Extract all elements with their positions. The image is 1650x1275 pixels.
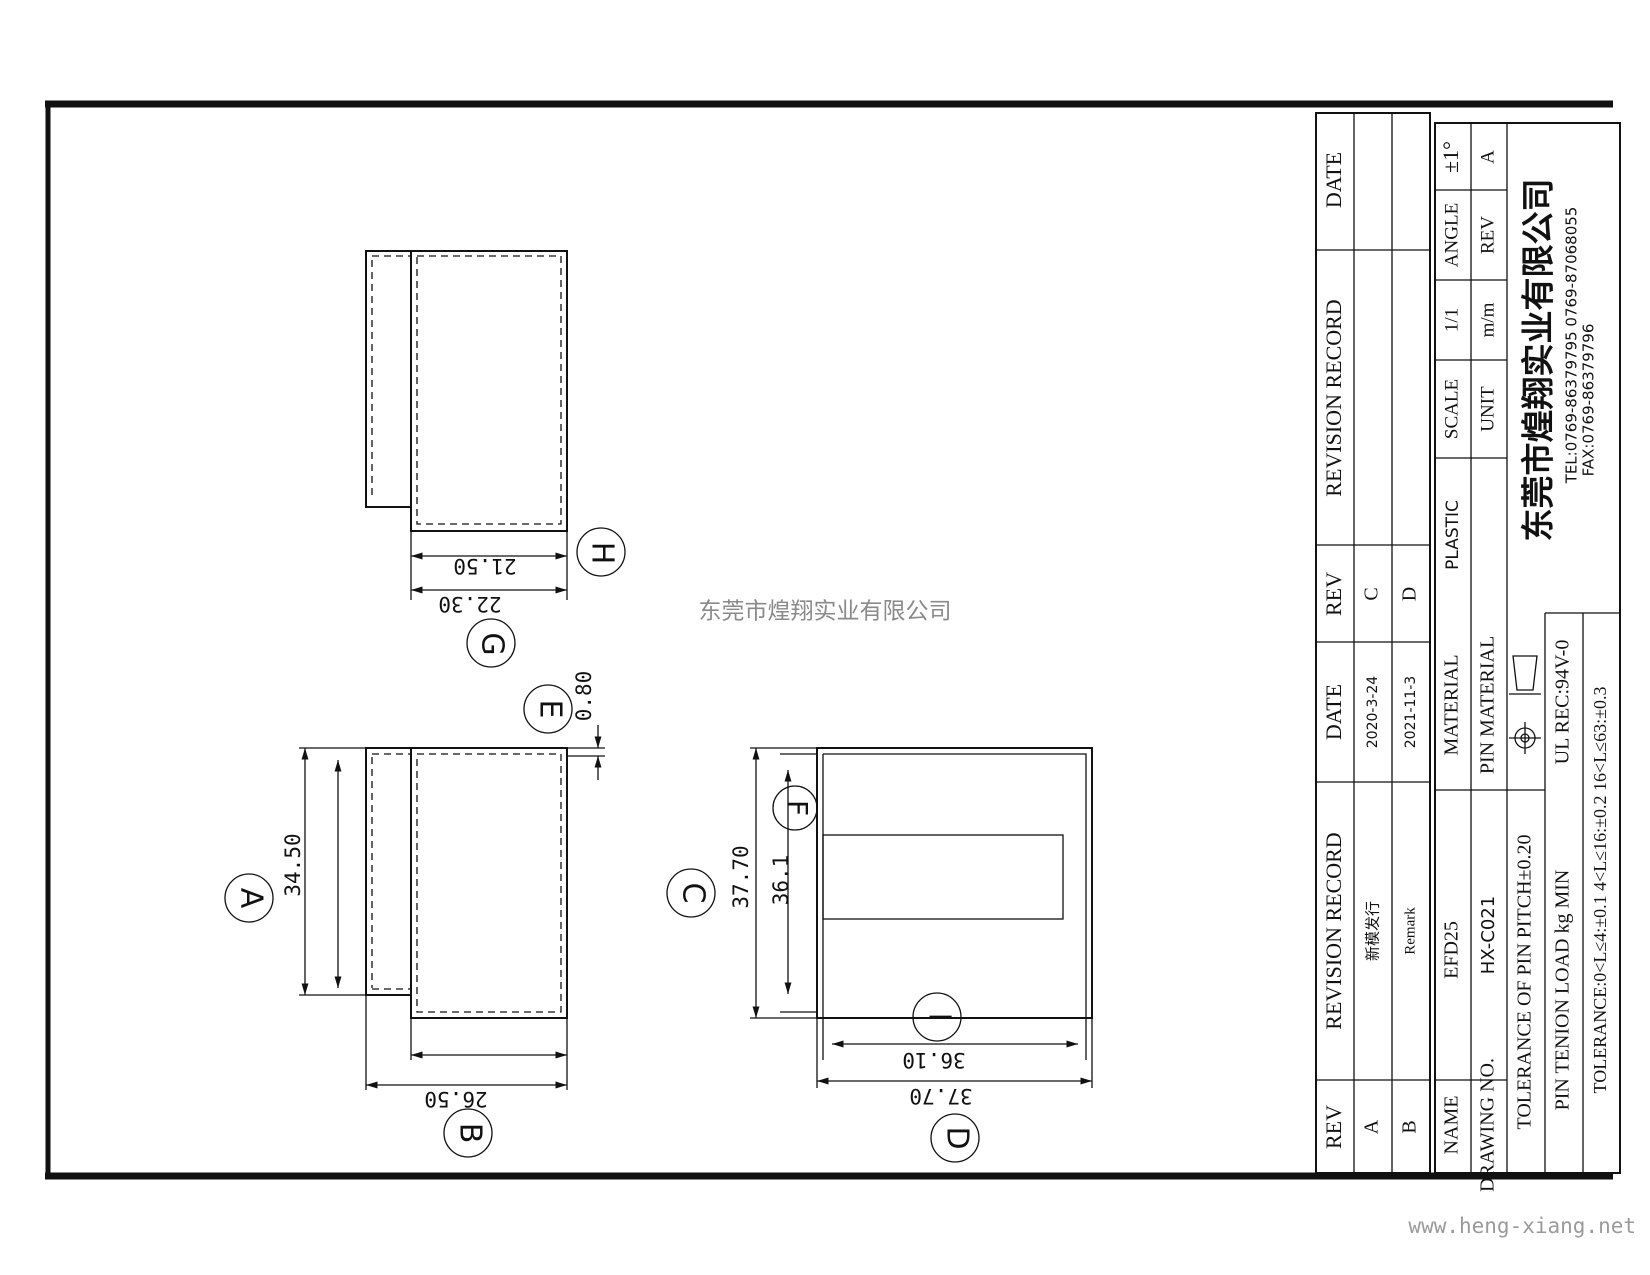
scale-value: 1/1 [1441, 308, 1462, 332]
name-label: NAME [1441, 1096, 1463, 1155]
name-value: EFD25 [1441, 921, 1463, 979]
material-label: MATERIAL [1441, 654, 1463, 755]
company-name: 东莞市煌翔实业有限公司 [1519, 179, 1558, 542]
dim-f-value: 36.1 [769, 855, 793, 906]
watermark-text: 东莞市煌翔实业有限公司 [699, 599, 952, 625]
title-block [1434, 122, 1621, 1174]
company-tel: TEL:0769-86379795 0769-87068055 [1563, 207, 1581, 485]
date-row-a: 2020-3-24 [1365, 676, 1381, 749]
dim-d-value: 37.70 [909, 1084, 972, 1108]
label-h: H [576, 527, 626, 577]
dim-h-value: 21.50 [453, 554, 516, 578]
dim-g-value: 22.30 [438, 592, 501, 616]
view-side [750, 747, 1093, 1088]
svg-text:G: G [475, 632, 510, 655]
rev-row-d: D [1399, 587, 1421, 601]
rev-row-a: A [1361, 1119, 1383, 1134]
dim-a-value: 34.50 [281, 833, 305, 896]
svg-text:F: F [781, 800, 814, 816]
website-url[interactable]: www.heng-xiang.net [1408, 1214, 1636, 1238]
date-header-2: DATE [1321, 152, 1346, 208]
svg-text:E: E [533, 700, 568, 719]
ul-rec: UL REC:94V-0 [1552, 640, 1574, 765]
sheet-border [45, 100, 1613, 1180]
label-i: I [912, 992, 962, 1042]
svg-text:B: B [453, 1123, 488, 1144]
view-front [299, 725, 605, 1090]
record-row-b: Remark [1402, 907, 1418, 955]
label-f: F [772, 785, 818, 831]
angle-value: ±1° [1438, 141, 1463, 173]
svg-text:A: A [234, 888, 269, 909]
svg-text:H: H [585, 542, 620, 565]
unit-label: UNIT [1477, 386, 1498, 432]
svg-text:I: I [922, 1013, 957, 1022]
record-header: REVISION RECORD [1321, 832, 1346, 1029]
rev-label: REV [1477, 216, 1498, 254]
dim-b-value: 26.50 [424, 1087, 487, 1111]
tolerance-note: TOLERANCE:0<L≤4:±0.1 4<L≤16:±0.2 16<L≤63… [1590, 687, 1610, 1094]
drawing-no-value: HX-C021 [1478, 896, 1499, 974]
date-header: DATE [1321, 684, 1346, 740]
svg-text:D: D [940, 1126, 975, 1149]
record-header-2: REVISION RECORD [1321, 299, 1346, 496]
rev-header-2: REV [1321, 572, 1346, 616]
angle-label: ANGLE [1441, 203, 1462, 267]
rev-row-b: B [1399, 1120, 1421, 1133]
label-c: C [666, 868, 716, 918]
view-top [365, 250, 568, 600]
pin-tension: PIN TENION LOAD kg MIN [1552, 870, 1574, 1111]
label-a: A [224, 873, 274, 923]
record-row-a: 新模发行 [1364, 901, 1382, 961]
rev-row-c: C [1361, 587, 1383, 600]
dim-i-value: 36.10 [902, 1048, 965, 1072]
drawing-no-label: DRAWING NO. [1477, 1058, 1499, 1192]
rev-value: A [1477, 150, 1498, 164]
date-row-b: 2021-11-3 [1403, 676, 1419, 748]
material-value: PLASTIC [1443, 500, 1463, 570]
pin-material-label: PIN MATERIAL [1477, 636, 1499, 774]
scale-label: SCALE [1441, 379, 1462, 439]
label-d: D [930, 1113, 980, 1163]
label-e: E [523, 684, 573, 734]
label-b: B [443, 1108, 493, 1158]
company-fax: FAX:0769-86379796 [1580, 324, 1598, 477]
label-g: G [466, 618, 516, 668]
dim-c-value: 37.70 [729, 845, 753, 908]
dim-e-value: 0.80 [572, 671, 596, 722]
svg-text:C: C [676, 883, 711, 904]
revision-table [1315, 112, 1431, 1174]
rev-header: REV [1321, 1105, 1346, 1149]
unit-value: m/m [1477, 302, 1498, 337]
pin-pitch-tolerance: TOLERANCE OF PIN PITCH±0.20 [1514, 834, 1536, 1129]
